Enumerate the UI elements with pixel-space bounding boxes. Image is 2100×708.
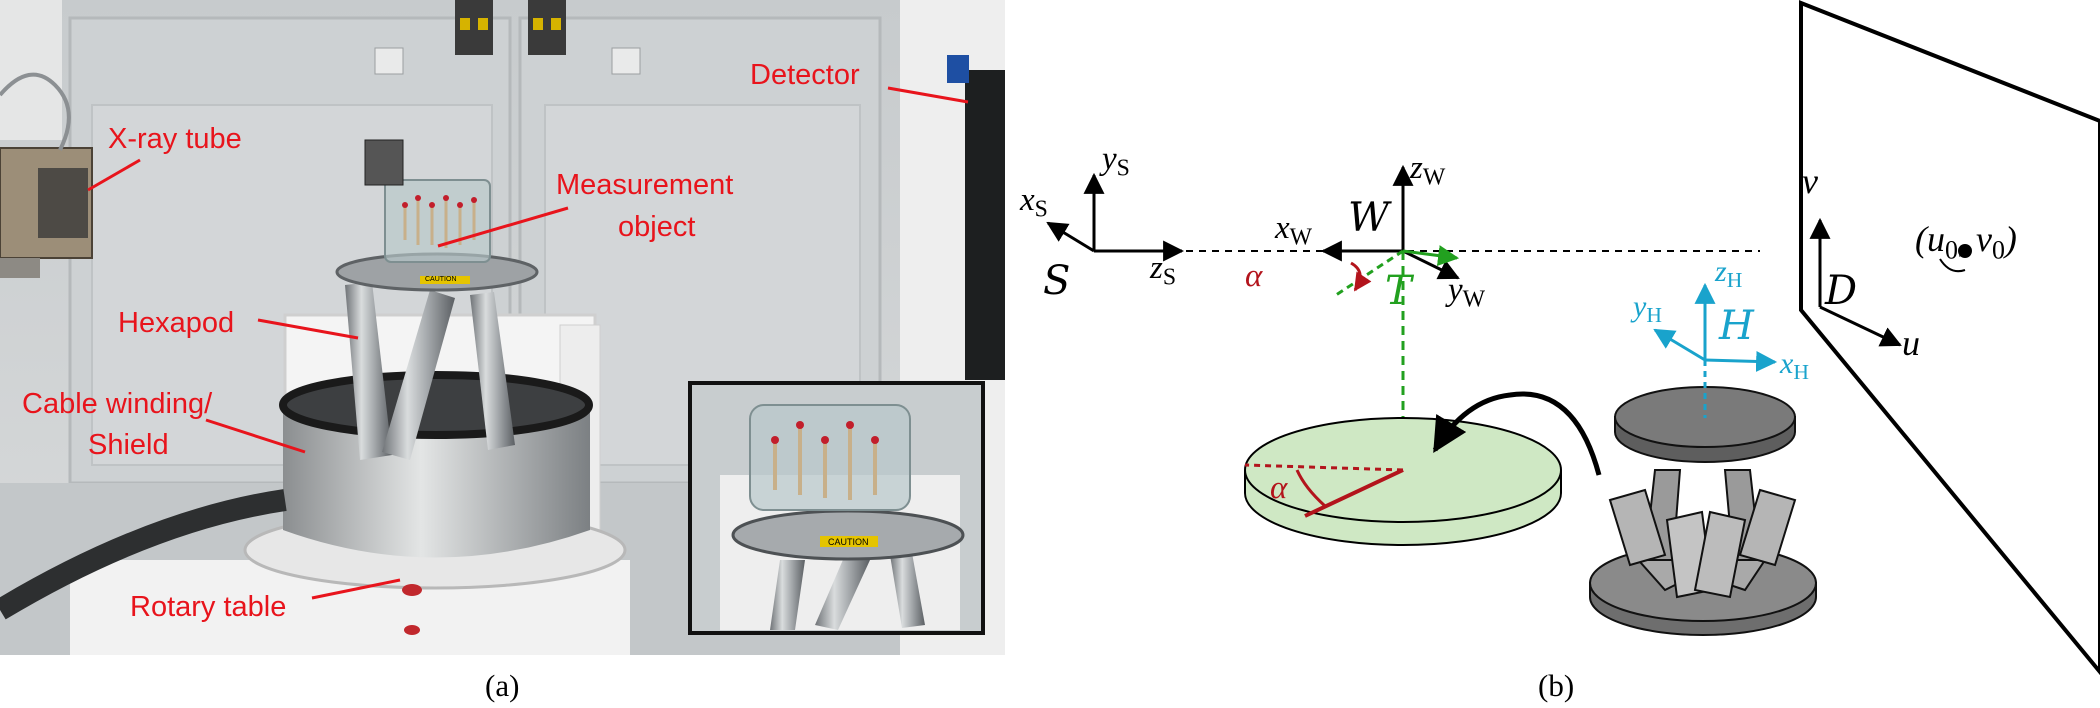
detector-frame-symbol: D bbox=[1825, 268, 1858, 314]
caution-sticker-inset: CAUTION bbox=[828, 537, 869, 547]
label-xray-tube: X-ray tube bbox=[108, 123, 242, 155]
alpha-arc-turntable bbox=[1295, 469, 1327, 508]
mount-arrow bbox=[1432, 391, 1602, 476]
world-z-label: zW bbox=[1410, 150, 1446, 191]
hexapod-z-label: zH bbox=[1715, 255, 1743, 293]
turntable-reference-line bbox=[1244, 463, 1404, 472]
cable bbox=[0, 489, 287, 620]
transform-arrow-x bbox=[1402, 245, 1460, 266]
source-x-label: xS bbox=[1020, 182, 1048, 223]
principal-point-label: (u0, v0) bbox=[1915, 219, 2017, 265]
ct-scanner-photo bbox=[0, 0, 1005, 655]
world-frame-symbol: W bbox=[1348, 195, 1390, 241]
alpha-label-world: α bbox=[1245, 258, 1263, 294]
photo-panel: Detector X-ray tube Measurement object H… bbox=[0, 0, 1005, 655]
principal-point-dot bbox=[1958, 244, 1972, 258]
label-cable-winding-line1: Cable winding/ bbox=[22, 388, 213, 420]
world-frame-axes bbox=[1320, 164, 1460, 280]
label-rotary-table: Rotary table bbox=[130, 591, 287, 623]
label-measurement-object-line2: object bbox=[618, 211, 696, 243]
alpha-label-turntable: α bbox=[1270, 470, 1288, 506]
brand-logo-icon bbox=[947, 55, 969, 83]
coordinate-frames-diagram bbox=[1046, 0, 2100, 676]
world-y-label: yW bbox=[1448, 272, 1486, 313]
source-z-label: zS bbox=[1150, 250, 1177, 291]
label-hexapod: Hexapod bbox=[118, 307, 235, 339]
measurement-object bbox=[384, 179, 491, 263]
turntable-rotated-line bbox=[1304, 468, 1404, 518]
label-measurement-object-line1: Measurement bbox=[556, 169, 734, 201]
transform-symbol: T bbox=[1385, 268, 1412, 314]
detector-u-label: u bbox=[1902, 323, 1920, 363]
caution-sticker-main: CAUTION bbox=[425, 276, 457, 283]
caption-b: (b) bbox=[1538, 668, 1575, 703]
diagram-panel: yS xS zS S zW xW W yW T α α zH yH H xH v… bbox=[1005, 0, 2100, 708]
source-frame-symbol: S bbox=[1043, 258, 1071, 304]
inset-photo bbox=[688, 381, 985, 635]
source-frame-axes bbox=[1046, 172, 1185, 262]
world-x-label: xW bbox=[1275, 210, 1313, 251]
hexapod-frame-symbol: H bbox=[1719, 303, 1754, 349]
detector-frame-axes bbox=[1809, 217, 1902, 347]
label-cable-winding-line2: Shield bbox=[88, 429, 169, 461]
hexapod-frame-axes bbox=[1653, 282, 1778, 418]
caption-a: (a) bbox=[485, 668, 520, 703]
hexapod-y-label: yH bbox=[1633, 290, 1662, 328]
hexapod-drawing bbox=[1589, 386, 1817, 636]
turntable-disk bbox=[1244, 417, 1562, 546]
source-y-label: yS bbox=[1102, 141, 1130, 182]
alpha-arc-world bbox=[1350, 261, 1372, 292]
detector-v-label: v bbox=[1802, 161, 1818, 201]
label-detector: Detector bbox=[750, 59, 860, 91]
detector-panel bbox=[965, 70, 1005, 380]
hexapod-x-label: xH bbox=[1780, 347, 1809, 385]
label-pointers bbox=[87, 86, 969, 600]
detector-plane bbox=[1799, 0, 2100, 676]
